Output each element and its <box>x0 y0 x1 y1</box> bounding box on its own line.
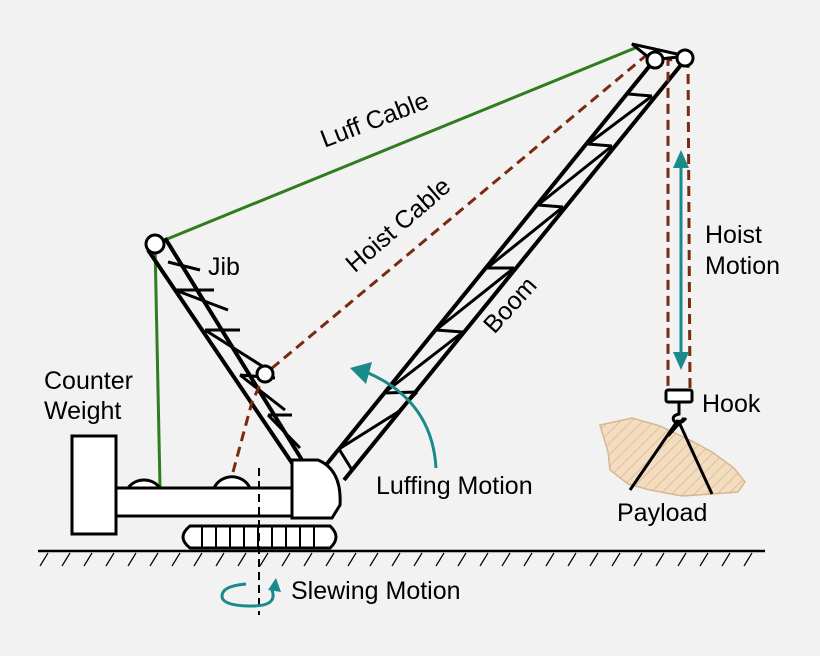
boom <box>324 56 687 482</box>
hoist-motion-label-line2: Motion <box>705 252 781 280</box>
luffing-motion-arrow <box>350 362 438 469</box>
hoist-motion-arrow <box>673 150 689 370</box>
boom-tip <box>631 42 695 70</box>
hook-label: Hook <box>702 390 761 418</box>
counter-weight-label-line1: Counter <box>44 367 133 395</box>
slewing-motion-label: Slewing Motion <box>291 577 461 605</box>
luffing-motion-label: Luffing Motion <box>376 472 533 500</box>
hoist-motion-label-line1: Hoist <box>705 221 762 249</box>
crane-body <box>70 434 342 536</box>
slewing-motion-arrow <box>220 578 281 608</box>
jib-label: Jib <box>208 253 240 281</box>
ground <box>38 549 765 567</box>
counter-weight-label-line2: Weight <box>44 397 122 425</box>
jib-pulley <box>255 364 275 384</box>
hook <box>664 388 694 425</box>
jib-top-pulley <box>144 233 166 255</box>
hoist-cable <box>231 46 692 473</box>
jib <box>146 236 304 465</box>
payload <box>599 417 746 497</box>
payload-label: Payload <box>617 499 708 527</box>
